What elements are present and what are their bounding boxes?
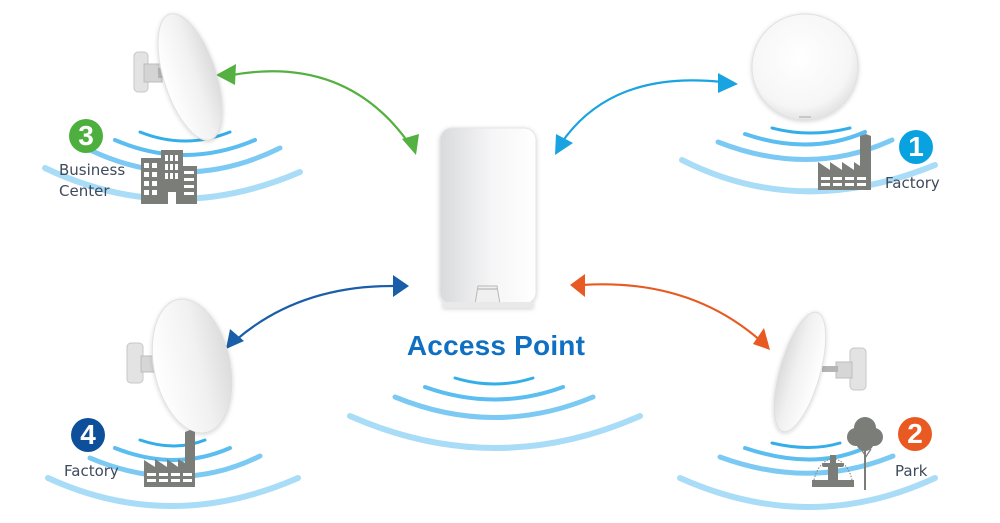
factory-icon (818, 134, 871, 190)
access-point-label: Access Point (406, 330, 586, 361)
node-label-business-center: Business Center (59, 160, 125, 202)
signal-waves-node-2 (677, 441, 938, 510)
wall-mount-bracket-icon (822, 347, 867, 391)
link-arrow-node-4 (226, 275, 409, 349)
node-label-factory-1: Factory (885, 174, 940, 192)
access-point-device-icon[interactable] (439, 127, 537, 308)
node-number-badge-2: 2 (898, 417, 932, 451)
cpe-device-node-2[interactable] (764, 307, 867, 437)
node-number-badge-4: 4 (71, 418, 105, 452)
signal-waves-access-point (347, 376, 643, 451)
cpe-device-node-3[interactable] (133, 6, 235, 148)
node-label-line: Business (59, 161, 126, 179)
node-label-factory-4: Factory (64, 462, 119, 480)
cpe-device-node-1[interactable] (751, 13, 859, 121)
node-number-badge-3: 3 (69, 119, 103, 153)
wall-mount-bracket-icon (126, 342, 165, 384)
cpe-device-node-4[interactable] (126, 292, 243, 441)
link-arrow-node-1 (555, 73, 738, 155)
node-label-line: Center (59, 182, 110, 200)
link-arrow-node-3 (216, 64, 419, 155)
factory-icon (144, 430, 195, 487)
signal-waves-node-1 (679, 126, 938, 195)
building-icon (141, 150, 197, 204)
park-icon (812, 417, 883, 490)
node-number-badge-1: 1 (899, 130, 933, 164)
node-label-park: Park (895, 462, 928, 480)
link-arrow-node-2 (570, 274, 770, 350)
